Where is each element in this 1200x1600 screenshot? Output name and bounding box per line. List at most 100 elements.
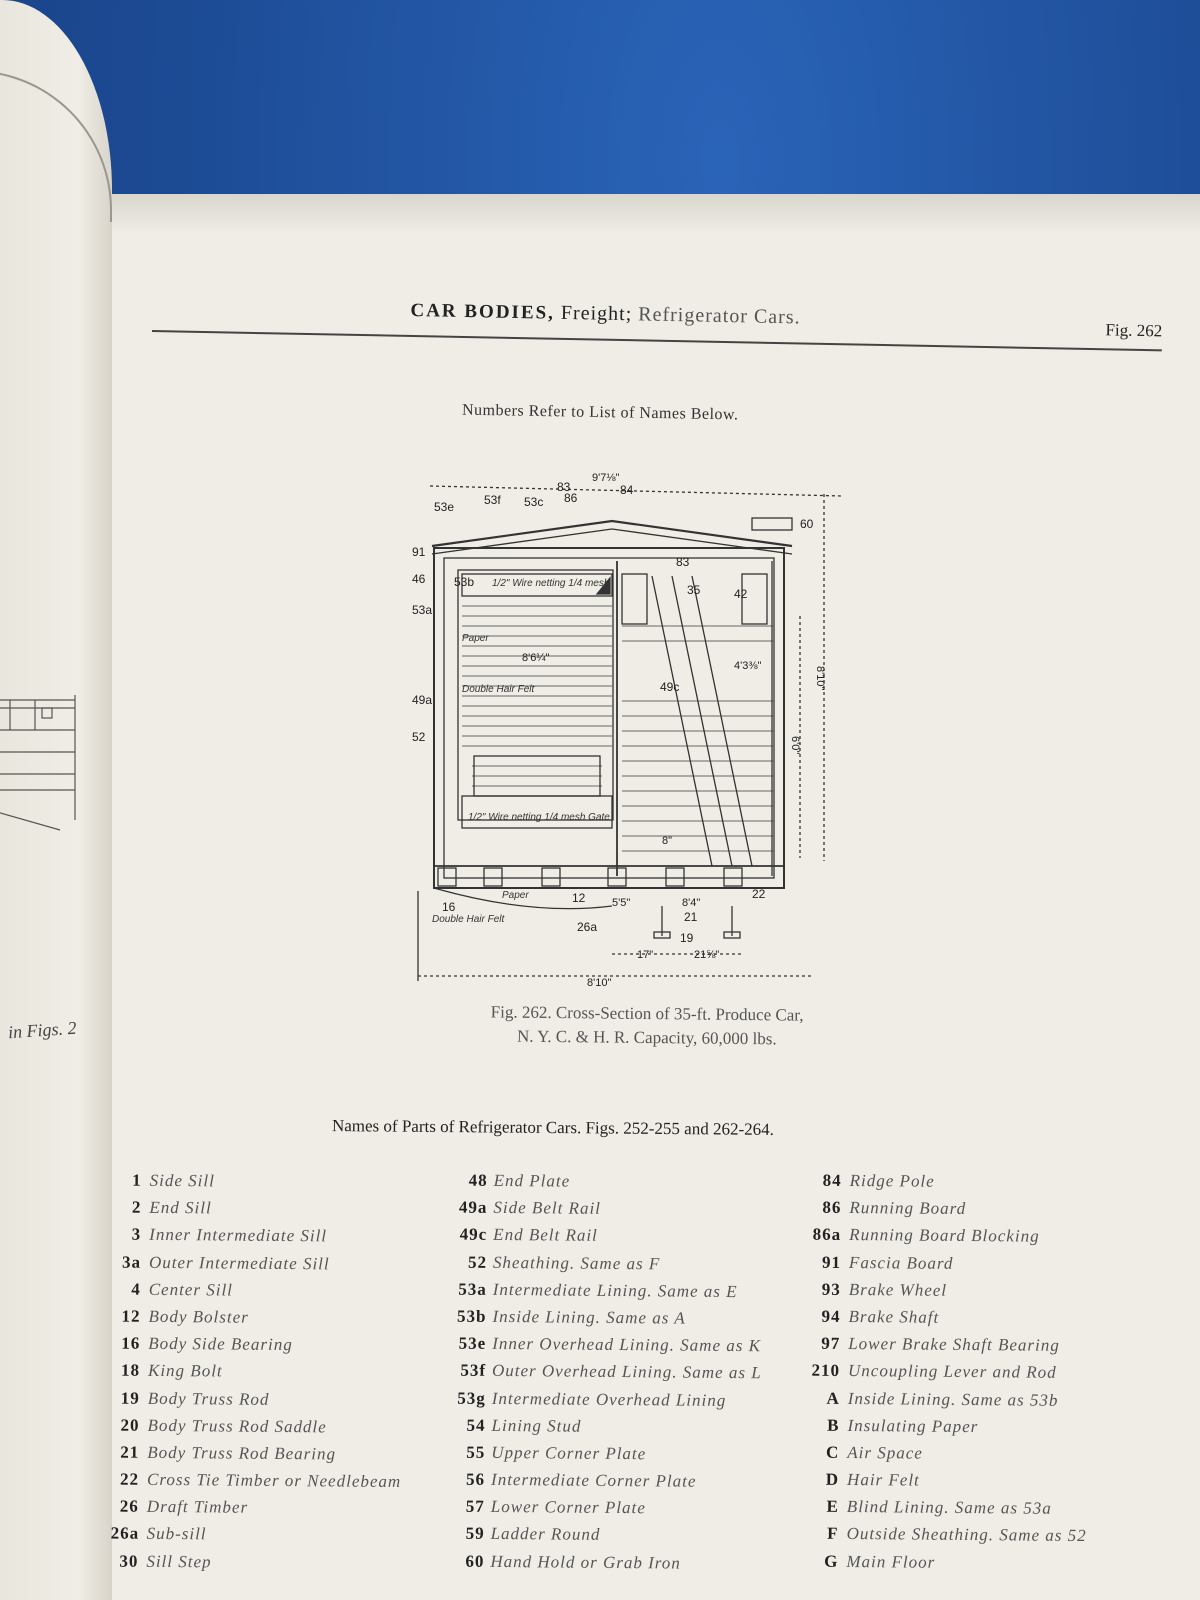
part-name: End Sill (149, 1198, 212, 1218)
part-name: Sub-sill (146, 1524, 207, 1544)
part-name: End Belt Rail (493, 1225, 598, 1246)
svg-text:5'5": 5'5" (612, 897, 630, 909)
part-name: Insulating Paper (847, 1415, 979, 1436)
part-number: 48 (468, 1170, 488, 1190)
svg-text:35: 35 (687, 583, 701, 597)
part-name: Lining Stud (491, 1415, 582, 1436)
part-name: Outside Sheathing. Same as 52 (846, 1524, 1087, 1546)
svg-text:Double Hair Felt: Double Hair Felt (462, 684, 535, 695)
part-number: 86a (812, 1225, 842, 1245)
svg-text:17": 17" (637, 949, 653, 961)
part-name: Inner Overhead Lining. Same as K (492, 1334, 762, 1356)
part-number: 91 (821, 1252, 842, 1272)
part-number: A (826, 1388, 840, 1408)
title-main: CAR BODIES, (410, 299, 556, 324)
left-page-rule (0, 70, 112, 222)
svg-text:52: 52 (412, 730, 426, 744)
page-title: CAR BODIES, Freight; Refrigerator Cars. (410, 299, 801, 329)
part-number: 16 (121, 1333, 141, 1353)
svg-text:12: 12 (572, 891, 586, 905)
part-name: Body Side Bearing (148, 1333, 293, 1355)
part-number: 49a (458, 1197, 488, 1218)
svg-text:8'6¼": 8'6¼" (522, 652, 550, 664)
svg-text:46: 46 (412, 572, 426, 586)
part-number: 60 (465, 1551, 485, 1571)
part-name: Upper Corner Plate (491, 1442, 647, 1464)
svg-text:Paper: Paper (502, 890, 529, 901)
parts-list-heading: Names of Parts of Refrigerator Cars. Fig… (331, 1116, 775, 1139)
part-number: 54 (466, 1415, 486, 1435)
part-name: Outer Intermediate Sill (148, 1252, 330, 1273)
left-page-drawing-fragment (0, 695, 76, 831)
part-number: C (825, 1442, 840, 1462)
part-name: Cross Tie Timber or Needlebeam (147, 1469, 402, 1492)
part-name: Outer Overhead Lining. Same as L (491, 1361, 762, 1383)
part-name: Running Board (849, 1198, 967, 1219)
part-number: 53g (457, 1388, 486, 1408)
svg-text:83: 83 (676, 555, 690, 569)
svg-text:8": 8" (662, 835, 672, 847)
part-name: King Bolt (147, 1361, 223, 1381)
part-name: Blind Lining. Same as 53a (846, 1497, 1052, 1519)
svg-text:8'10": 8'10" (814, 666, 826, 690)
part-number: 22 (120, 1469, 140, 1489)
part-name: Side Sill (149, 1170, 215, 1191)
part-number: 19 (120, 1388, 140, 1408)
part-number: 20 (120, 1415, 140, 1435)
part-number: 59 (465, 1524, 485, 1544)
svg-text:8'10": 8'10" (587, 977, 611, 989)
part-number: 18 (120, 1360, 141, 1381)
part-number: 4 (131, 1279, 141, 1299)
part-list-item: 18 King Bolt (112, 1361, 452, 1391)
part-number: 52 (467, 1252, 488, 1272)
part-number: 53f (460, 1360, 487, 1381)
part-number: B (827, 1415, 840, 1435)
part-number: 53a (458, 1279, 487, 1299)
part-name: Intermediate Lining. Same as E (492, 1279, 738, 1301)
part-number: 26 (119, 1496, 139, 1517)
svg-text:49c: 49c (660, 680, 679, 694)
part-number: 97 (821, 1333, 841, 1354)
part-number: 93 (821, 1279, 841, 1299)
svg-text:1/2" Wire netting 1/4 mesh Gat: 1/2" Wire netting 1/4 mesh Gate (468, 812, 610, 823)
book-page: CAR BODIES, Freight; Refrigerator Cars. … (111, 194, 1200, 1600)
page-top-shadow (112, 194, 1200, 234)
part-number: G (824, 1551, 839, 1571)
part-list-item: B Insulating Paper (795, 1415, 1135, 1445)
svg-text:Double Hair Felt: Double Hair Felt (432, 914, 505, 925)
part-name: Air Space (847, 1442, 923, 1463)
part-name: Hand Hold or Grab Iron (490, 1551, 681, 1573)
part-number: 21 (120, 1442, 140, 1462)
svg-text:8'4": 8'4" (682, 897, 700, 909)
part-name: Brake Wheel (848, 1279, 948, 1300)
svg-text:26a: 26a (577, 920, 597, 934)
part-name: End Plate (493, 1170, 571, 1191)
svg-text:Paper: Paper (462, 633, 489, 644)
part-name: Side Belt Rail (493, 1198, 602, 1219)
part-name: Body Bolster (148, 1306, 249, 1327)
part-number: F (827, 1524, 839, 1544)
figure-number: Fig. 262 (1105, 320, 1163, 341)
part-name: Lower Corner Plate (490, 1497, 646, 1518)
part-name: Ridge Pole (849, 1170, 935, 1191)
part-name: Draft Timber (146, 1497, 249, 1517)
part-number: D (825, 1469, 840, 1489)
